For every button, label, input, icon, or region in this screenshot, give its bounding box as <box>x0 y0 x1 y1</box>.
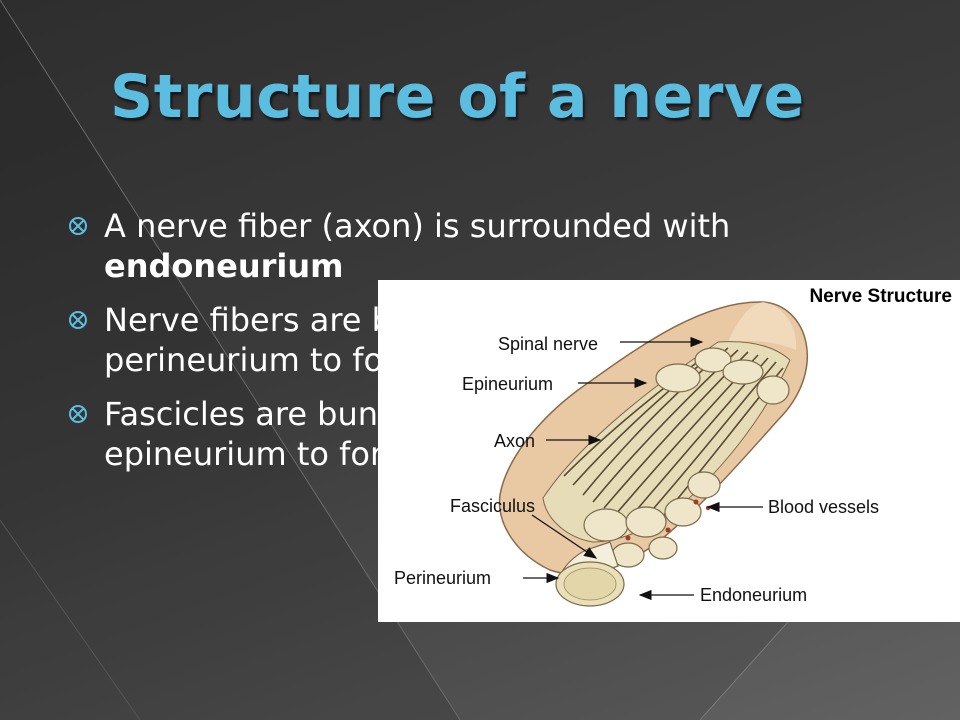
bullet-item: A nerve fiber (axon) is surrounded with … <box>68 206 868 286</box>
circled-cross-icon <box>69 311 87 329</box>
nerve-structure-figure: Nerve Structure Spinal nerve Epineurium … <box>378 280 960 622</box>
label-endoneurium: Endoneurium <box>700 585 807 605</box>
label-fasciculus: Fasciculus <box>450 496 535 516</box>
bullet-bold-term: endoneurium <box>104 247 344 285</box>
label-perineurium: Perineurium <box>394 568 491 588</box>
nerve-diagram: Nerve Structure Spinal nerve Epineurium … <box>394 286 952 607</box>
leader-lines <box>523 336 763 601</box>
label-spinal-nerve: Spinal nerve <box>498 334 598 354</box>
label-axon: Axon <box>494 431 535 451</box>
top-fascicles <box>655 347 790 405</box>
bullet-text: A nerve fiber (axon) is surrounded with <box>104 207 731 245</box>
figure-title: Nerve Structure <box>809 286 952 307</box>
circled-cross-icon <box>69 405 87 423</box>
bottom-fascicles <box>583 471 721 568</box>
label-blood-vessels: Blood vessels <box>768 497 879 517</box>
slide-title: Structure of a nerve <box>110 62 805 132</box>
label-epineurium: Epineurium <box>462 374 553 394</box>
circled-cross-icon <box>69 217 87 235</box>
nerve-inner-core <box>542 341 791 543</box>
